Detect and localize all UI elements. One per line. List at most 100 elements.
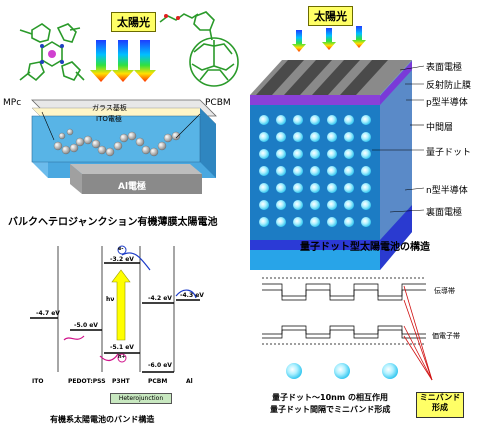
quantum-dot (310, 115, 320, 125)
level-p3ht-lumo: -3.2 eV (110, 256, 134, 263)
quantum-dot (310, 166, 320, 176)
miniband-caption-1: 量子ドット～10nm の相互作用 (272, 393, 388, 402)
electron-sign: e- (118, 246, 124, 252)
quantum-dot (327, 200, 337, 210)
miniband-diagram (262, 277, 426, 345)
pcbm-molecule-icon (159, 11, 239, 87)
label-quantum-dot: 量子ドット (426, 148, 472, 158)
quantum-dot (361, 132, 371, 142)
level-pcbm-homo: -6.0 eV (148, 362, 172, 369)
pcbm-label: PCBM (205, 98, 231, 108)
quantum-dot (293, 132, 303, 142)
quantum-dot (361, 149, 371, 159)
quantum-dot (327, 115, 337, 125)
label-n-type: n型半導体 (426, 186, 468, 196)
level-al: -4.3 eV (180, 292, 204, 299)
quantum-dot-cell (250, 60, 412, 270)
hole-sign: h+ (118, 354, 126, 360)
quantum-dot (259, 149, 269, 159)
level-pedot: -5.0 eV (74, 322, 98, 329)
quantum-dot (344, 149, 354, 159)
excitation-arrow (111, 269, 131, 341)
quantum-dot (276, 183, 286, 193)
quantum-dot (310, 149, 320, 159)
quantum-dot (310, 183, 320, 193)
sunlight-arrows-right (292, 26, 366, 52)
quantum-dot (259, 217, 269, 227)
band-diagram (30, 246, 200, 373)
label-surface-electrode: 表面電極 (426, 63, 463, 73)
quantum-dot-grid (259, 115, 371, 227)
quantum-dot (276, 132, 286, 142)
al-electrode-label: Al電極 (118, 182, 147, 192)
layer-al: Al (186, 378, 193, 385)
sunlight-label-right: 太陽光 (308, 6, 353, 26)
quantum-dot (344, 132, 354, 142)
quantum-dot (344, 166, 354, 176)
quantum-dot (259, 183, 269, 193)
miniband-box: ミニバンド 形成 (416, 392, 464, 418)
quantum-dot (327, 217, 337, 227)
level-pcbm-lumo: -4.2 eV (148, 295, 172, 302)
quantum-dot (293, 166, 303, 176)
layer-pedot: PEDOT:PSS (68, 378, 106, 385)
quantum-dot (293, 115, 303, 125)
quantum-dot (361, 200, 371, 210)
quantum-dot (276, 149, 286, 159)
sunlight-arrows-left (90, 40, 156, 82)
miniband-caption-2: 量子ドット間隔でミニバンド形成 (270, 405, 391, 414)
band-caption: 有機系太陽電池のバンド構造 (50, 415, 155, 424)
label-p-type: p型半導体 (426, 98, 468, 108)
organic-cell-caption: バルクヘテロジャンクション有機薄膜太陽電池 (8, 217, 218, 228)
miniband-box-line2: 形成 (432, 403, 448, 412)
label-intermediate: 中間層 (426, 123, 454, 133)
valence-band-label: 価電子帯 (432, 332, 460, 340)
organic-cell (31, 99, 217, 194)
quantum-dot (361, 183, 371, 193)
sunlight-label-left: 太陽光 (111, 12, 156, 32)
conduction-band-label: 伝導帯 (434, 287, 455, 295)
quantum-dot (259, 166, 269, 176)
mpc-molecule-icon (19, 23, 85, 82)
photon-label: hν (106, 296, 115, 303)
miniband-box-line1: ミニバンド (419, 393, 461, 402)
quantum-dot (361, 166, 371, 176)
quantum-dot (344, 183, 354, 193)
quantum-dot (293, 217, 303, 227)
quantum-dot (361, 115, 371, 125)
level-p3ht-homo: -5.1 eV (110, 344, 134, 351)
quantum-dot (327, 132, 337, 142)
heterojunction-box: Heterojunction (110, 393, 172, 404)
layer-pcbm: PCBM (148, 378, 168, 385)
layer-p3ht: P3HT (112, 378, 130, 385)
layer-ito: ITO (32, 378, 44, 385)
quantum-dot (293, 149, 303, 159)
quantum-dot (259, 132, 269, 142)
quantum-dot (276, 115, 286, 125)
quantum-dot (344, 200, 354, 210)
label-back-electrode: 裏面電極 (426, 208, 463, 218)
quantum-dot (259, 200, 269, 210)
quantum-dot (344, 217, 354, 227)
quantum-dot (293, 183, 303, 193)
quantum-dot (276, 200, 286, 210)
level-ito: -4.7 eV (36, 310, 60, 317)
quantum-dot (276, 217, 286, 227)
quantum-dot (310, 200, 320, 210)
quantum-dot (327, 183, 337, 193)
quantum-dot (344, 115, 354, 125)
glass-label: ガラス基板 (92, 104, 127, 112)
mpc-label: MPc (3, 98, 22, 108)
quantum-dot (310, 132, 320, 142)
quantum-dot (259, 115, 269, 125)
quantum-dot-spheres (286, 363, 398, 379)
quantum-cell-caption: 量子ドット型太陽電池の構造 (300, 242, 430, 253)
quantum-dot (293, 200, 303, 210)
quantum-dot (327, 166, 337, 176)
label-antireflection: 反射防止膜 (426, 81, 472, 91)
miniband-pointer-lines (403, 285, 433, 381)
quantum-dot (327, 149, 337, 159)
ito-label: ITO電極 (96, 115, 122, 123)
quantum-dot (361, 217, 371, 227)
